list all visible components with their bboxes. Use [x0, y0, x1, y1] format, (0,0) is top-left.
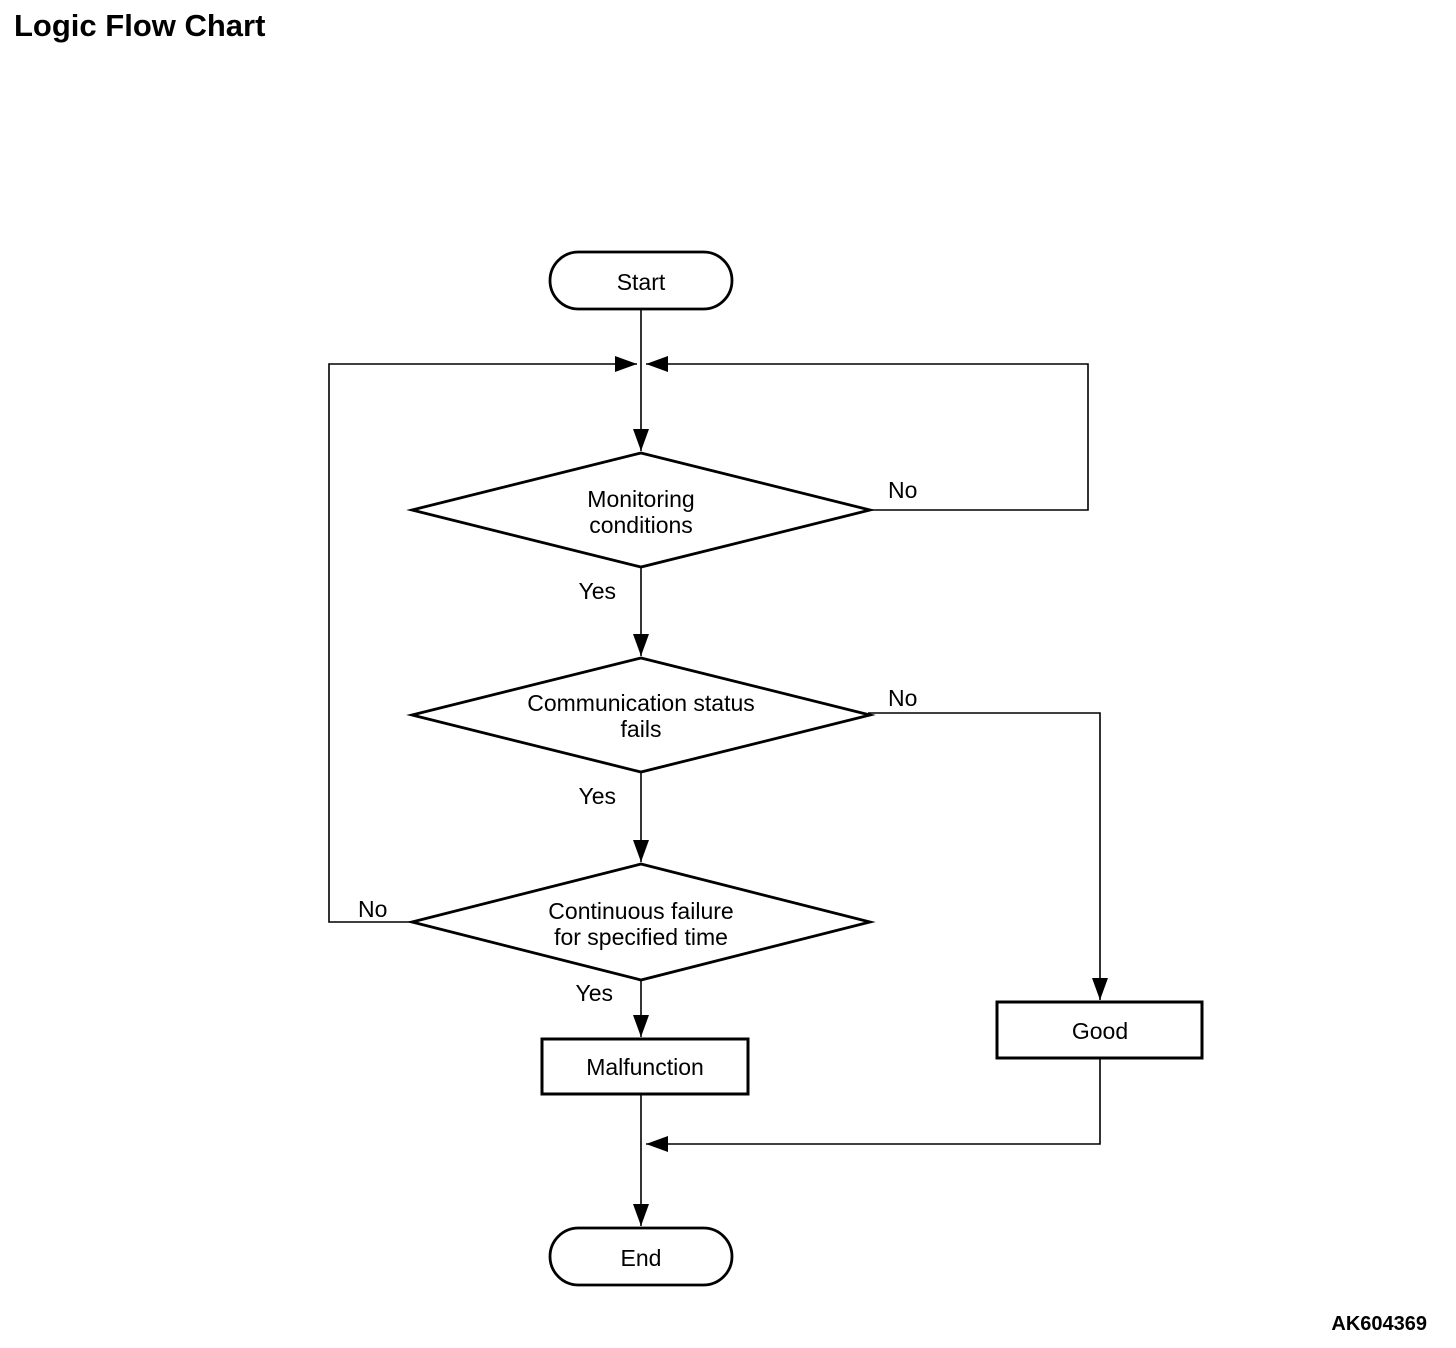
- good-node-label: Good: [1072, 1018, 1128, 1044]
- continuous-failure-decision: Continuous failure for specified time: [406, 862, 876, 982]
- monitoring-conditions-label-line2: conditions: [589, 512, 693, 538]
- continuous-failure-shape: [406, 862, 876, 982]
- edge-continuous-no-loop: [328, 356, 637, 923]
- communication-status-label-line1: Communication status: [527, 690, 755, 716]
- end-node-shape: [548, 1226, 734, 1287]
- communication-status-label-line2: fails: [621, 716, 662, 742]
- malfunction-node-shape: [540, 1037, 750, 1096]
- monitoring-yes-label: Yes: [578, 578, 616, 604]
- end-node-label: End: [621, 1245, 662, 1271]
- edge-monitoring-no-loop: [646, 356, 1089, 511]
- continuous-failure-label-line1: Continuous failure: [548, 898, 733, 924]
- edge-communication-no-to-good: [868, 712, 1108, 1000]
- malfunction-node: Malfunction: [540, 1037, 750, 1096]
- continuous-failure-label-line2: for specified time: [554, 924, 728, 950]
- communication-status-shape: [406, 656, 876, 774]
- monitoring-conditions-decision: Monitoring conditions: [406, 451, 876, 569]
- monitoring-conditions-label-line1: Monitoring: [587, 486, 694, 512]
- malfunction-node-label: Malfunction: [586, 1054, 704, 1080]
- page-title: Logic Flow Chart: [14, 8, 265, 43]
- continuous-yes-label: Yes: [575, 980, 613, 1006]
- communication-status-decision: Communication status fails: [406, 656, 876, 774]
- monitoring-conditions-shape: [406, 451, 876, 569]
- good-node: Good: [995, 1000, 1204, 1060]
- start-node-label: Start: [617, 269, 666, 295]
- continuous-no-label: No: [358, 896, 387, 922]
- figure-code: AK604369: [1331, 1313, 1427, 1335]
- start-node: Start: [548, 250, 734, 311]
- monitoring-no-label: No: [888, 477, 917, 503]
- communication-no-label: No: [888, 685, 917, 711]
- communication-yes-label: Yes: [578, 783, 616, 809]
- edge-good-to-merge: [646, 1058, 1101, 1152]
- start-node-shape: [548, 250, 734, 311]
- end-node: End: [548, 1226, 734, 1287]
- good-node-shape: [995, 1000, 1204, 1060]
